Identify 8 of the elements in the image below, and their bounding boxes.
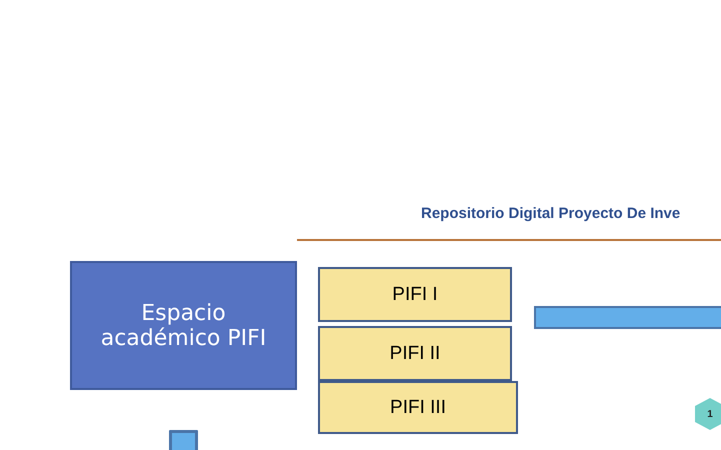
title: Repositorio Digital Proyecto De Inve [421, 205, 680, 222]
box [169, 430, 198, 450]
bar [534, 306, 721, 329]
process-box: PIFI III [318, 381, 518, 434]
process-box: PIFI I [318, 267, 512, 322]
process-box: Espacio académico PIFI [70, 261, 297, 390]
hexagon-badge: 1 [695, 398, 721, 430]
process-box: PIFI II [318, 326, 512, 381]
